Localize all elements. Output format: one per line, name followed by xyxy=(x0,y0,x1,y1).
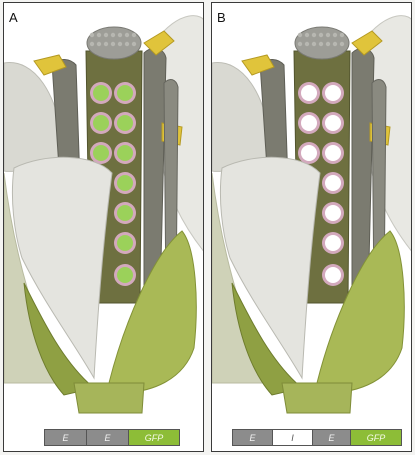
gene-construct-a: E E GFP xyxy=(44,429,180,446)
stigma-texture-dot xyxy=(312,42,316,46)
pollen-grain xyxy=(117,235,133,251)
stigma-texture-dot xyxy=(305,42,309,46)
pollen-grain xyxy=(325,145,341,161)
stigma-texture-dot xyxy=(90,33,94,37)
stigma-texture-dot xyxy=(132,33,136,37)
stigma-texture-dot xyxy=(326,33,330,37)
pollen-grain xyxy=(325,85,341,101)
stigma-texture-dot xyxy=(118,33,122,37)
stigma-texture-dot xyxy=(111,33,115,37)
flower-illustration-b xyxy=(212,3,412,452)
stigma-texture-dot xyxy=(104,33,108,37)
stigma-texture-dot xyxy=(125,33,129,37)
stigma-texture-dot xyxy=(104,42,108,46)
pollen-grain xyxy=(325,115,341,131)
pollen-grain xyxy=(301,85,317,101)
stigma-texture-dot xyxy=(90,42,94,46)
stigma-texture-dot xyxy=(118,42,122,46)
stigma-texture-dot xyxy=(298,42,302,46)
stigma-texture-dot xyxy=(333,33,337,37)
stigma-texture-dot xyxy=(305,33,309,37)
pollen-grain xyxy=(117,175,133,191)
pollen-grain xyxy=(325,267,341,283)
pollen-grain xyxy=(117,205,133,221)
panel-label-b: B xyxy=(217,11,226,24)
pollen-grain xyxy=(93,115,109,131)
stigma-texture-dot xyxy=(319,42,323,46)
construct-segment-exon: E xyxy=(87,430,129,445)
stigma-texture-dot xyxy=(111,42,115,46)
pollen-grain xyxy=(117,267,133,283)
pollen-grain xyxy=(301,145,317,161)
pollen-grain xyxy=(325,205,341,221)
stigma-texture-dot xyxy=(298,33,302,37)
pollen-grain xyxy=(93,145,109,161)
stigma-texture-dot xyxy=(312,33,316,37)
gene-construct-b: E I E GFP xyxy=(232,429,402,446)
pollen-grain xyxy=(325,235,341,251)
construct-segment-exon: E xyxy=(313,430,351,445)
flower-illustration-a xyxy=(4,3,204,452)
stigma-texture-dot xyxy=(319,33,323,37)
stigma-texture-dot xyxy=(340,33,344,37)
construct-segment-gfp: GFP xyxy=(351,430,401,445)
panel-label-a: A xyxy=(9,11,18,24)
stigma-texture-dot xyxy=(340,42,344,46)
construct-segment-intron: I xyxy=(273,430,313,445)
receptacle xyxy=(282,383,352,413)
construct-segment-exon: E xyxy=(45,430,87,445)
stigma-texture-dot xyxy=(132,42,136,46)
stigma-texture-dot xyxy=(97,42,101,46)
receptacle xyxy=(74,383,144,413)
panel-a: A E E GFP xyxy=(3,2,204,452)
pollen-grain xyxy=(93,85,109,101)
pollen-grain xyxy=(117,115,133,131)
stigma-texture-dot xyxy=(125,42,129,46)
stigma-texture-dot xyxy=(333,42,337,46)
pollen-grain xyxy=(325,175,341,191)
stigma-texture-dot xyxy=(97,33,101,37)
pollen-grain xyxy=(301,115,317,131)
panel-b: B E I E GFP xyxy=(211,2,412,452)
construct-segment-gfp: GFP xyxy=(129,430,179,445)
construct-segment-exon: E xyxy=(233,430,273,445)
pollen-grain xyxy=(117,145,133,161)
stigma-texture-dot xyxy=(326,42,330,46)
pollen-grain xyxy=(117,85,133,101)
